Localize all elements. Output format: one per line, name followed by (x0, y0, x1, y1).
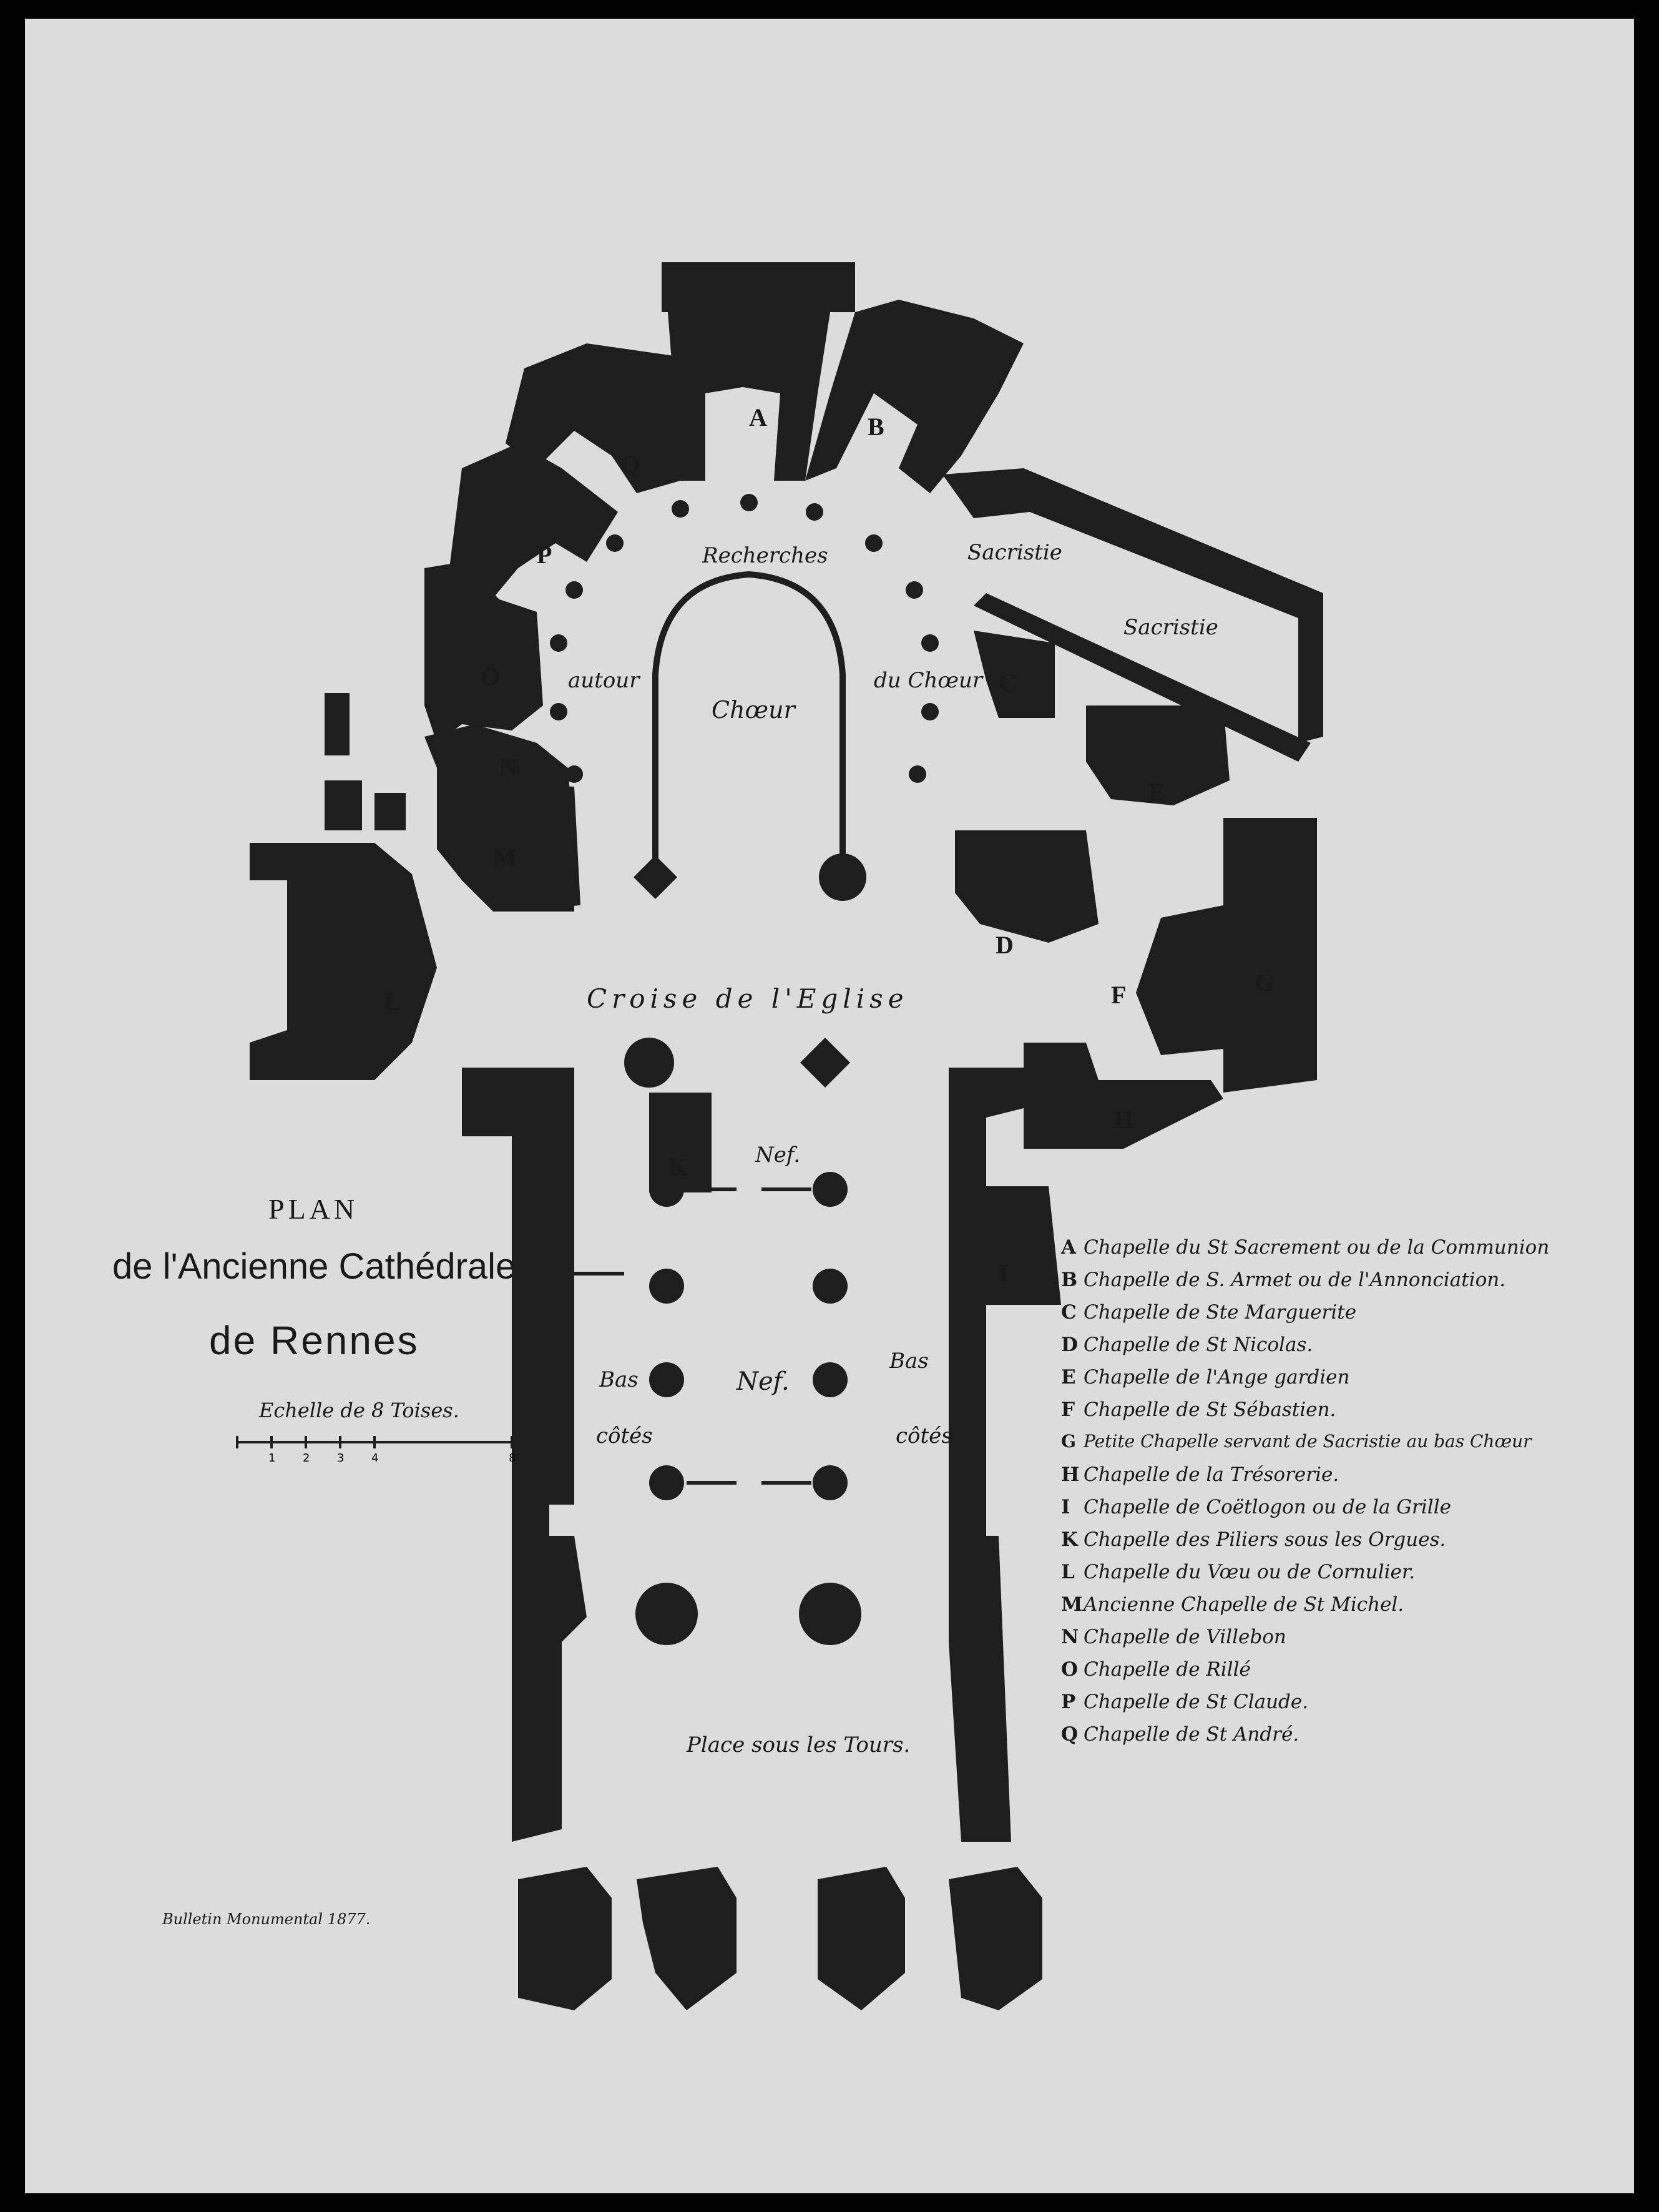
plan-letter-n: N (499, 753, 517, 781)
plan-letter-g: G (1255, 968, 1275, 996)
chapel-g-block (1223, 818, 1317, 1093)
label-choeur: Chœur (712, 696, 795, 724)
label-du-choeur: du Chœur (874, 668, 983, 693)
chapel-l-block (250, 843, 437, 1080)
cathedral-floor-plan (236, 262, 1323, 2010)
plan-letter-p: P (537, 541, 552, 569)
chapel-k-block (649, 1093, 712, 1192)
plan-letter-c: C (999, 669, 1017, 697)
nave-wall-left (462, 1068, 574, 1542)
plan-sheet: A B C D E F G H I K L M N O P Q Recherch… (25, 19, 1634, 2193)
plan-letter-m: M (493, 843, 517, 872)
label-place: Place sous les Tours. (687, 1733, 911, 1757)
sacristy-wall (942, 468, 1323, 743)
nave-piers (635, 1172, 861, 1645)
plan-letter-f: F (1111, 981, 1127, 1009)
chapel-d-block (955, 830, 1099, 943)
tower-right-base (949, 1536, 1011, 1842)
scale-tick-1: 1 (268, 1452, 276, 1465)
chapel-h-block (1024, 1043, 1223, 1149)
plan-letter-k: K (668, 1153, 688, 1181)
label-bas-right: Bas (889, 1349, 929, 1374)
tower-sw (518, 1867, 612, 2010)
chapel-e-block (1086, 705, 1230, 805)
title-line-2: de l'Ancienne Cathédrale (112, 1246, 516, 1287)
label-sacristie-2: Sacristie (1123, 615, 1218, 640)
chapel-c-block (974, 631, 1055, 718)
choir-enclosure (652, 571, 846, 868)
apse-chapel-o (424, 562, 543, 743)
tower-se (949, 1867, 1042, 2010)
plan-letter-a: A (749, 403, 767, 431)
plan-letter-o: O (481, 662, 501, 691)
label-bas-left: Bas (599, 1367, 639, 1392)
scale-label: Echelle de 8 Toises. (259, 1398, 459, 1422)
tower-ne-inner (818, 1867, 905, 2010)
crossing-piers (624, 1038, 850, 1088)
label-nef-1: Nef. (755, 1143, 801, 1167)
apse-chapel-q (506, 343, 680, 493)
ambulatory-columns (550, 494, 939, 783)
plan-letter-q: Q (621, 450, 641, 478)
plan-letter-d: D (996, 931, 1014, 959)
scale-tick-4: 4 (371, 1452, 379, 1465)
label-cotes-left: côtés (596, 1423, 653, 1448)
chapel-f-block (1136, 905, 1223, 1055)
title-line-3: de Rennes (209, 1318, 419, 1363)
label-nef-2: Nef. (737, 1367, 790, 1396)
plan-letter-i: I (999, 1259, 1009, 1287)
scale-tick-2: 2 (303, 1452, 310, 1465)
label-recherches: Recherches (702, 543, 828, 568)
source-credit: Bulletin Monumental 1877. (162, 1910, 371, 1928)
legend-row-m: MAncienne Chapelle de St Michel. (1061, 1593, 1404, 1616)
apse-chapel-p (449, 443, 618, 606)
tower-nw-inner (637, 1867, 737, 2010)
label-cotes-right: côtés (896, 1423, 952, 1448)
left-fragments (325, 693, 406, 830)
sacristy-diagonal (974, 593, 1311, 762)
title-line-1: PLAN (268, 1193, 359, 1225)
apse-chapel-b (805, 300, 1024, 493)
chapel-m-block (437, 780, 580, 912)
chapel-i-block (961, 1186, 1061, 1305)
label-autour: autour (568, 668, 640, 693)
tower-left-base (512, 1536, 587, 1842)
plan-letter-e: E (1148, 778, 1165, 806)
plan-letter-b: B (868, 413, 884, 441)
choir-end-piers (634, 853, 866, 901)
apse-chapel-a (662, 262, 855, 481)
label-sacristie-1: Sacristie (967, 540, 1062, 565)
label-croise: Croise de l'Eglise (587, 983, 909, 1014)
plan-letter-h: H (1114, 1106, 1134, 1134)
nave-screens (574, 1187, 811, 1485)
scale-tick-3: 3 (337, 1452, 345, 1465)
scale-tick-8: 8 (509, 1452, 516, 1465)
scale-bar-graphic (236, 1436, 513, 1448)
plan-letter-l: L (384, 987, 401, 1015)
